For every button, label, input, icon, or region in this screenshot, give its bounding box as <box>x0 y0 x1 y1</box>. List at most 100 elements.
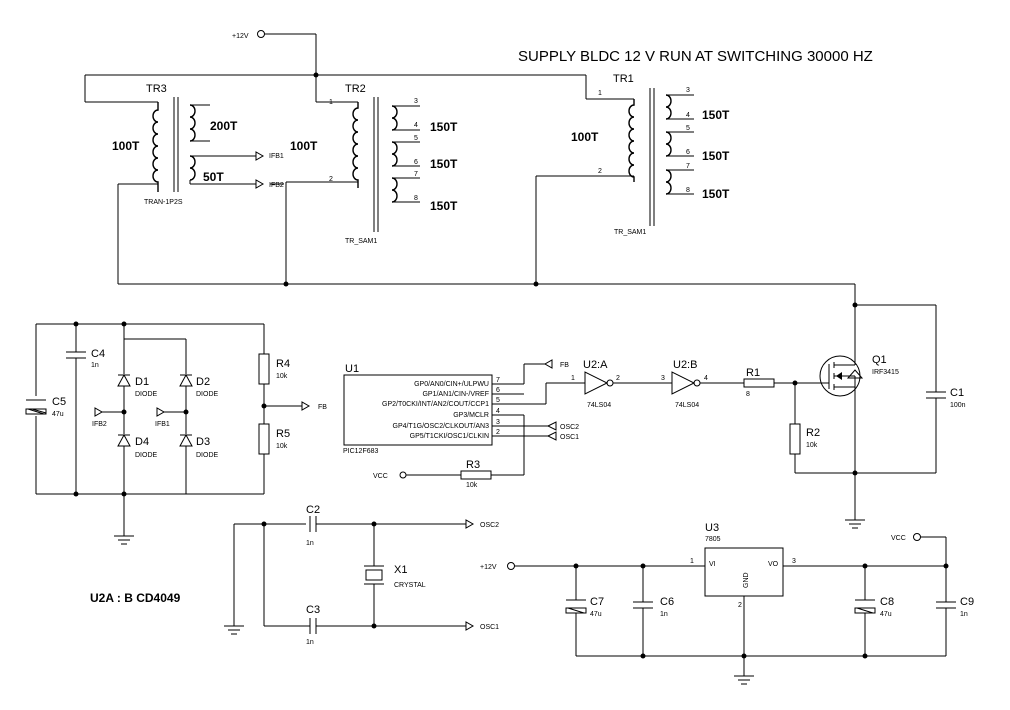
svg-text:7805: 7805 <box>705 536 721 543</box>
svg-text:47u: 47u <box>52 411 64 418</box>
svg-text:1n: 1n <box>660 611 668 618</box>
svg-text:GP2/T0CKI/INT/AN2/COUT/CCP1: GP2/T0CKI/INT/AN2/COUT/CCP1 <box>382 401 489 408</box>
svg-text:1n: 1n <box>306 639 314 646</box>
svg-text:+12V: +12V <box>480 564 497 571</box>
svg-text:150T: 150T <box>430 120 458 134</box>
svg-text:OSC1: OSC1 <box>480 624 499 631</box>
svg-text:100T: 100T <box>112 139 140 153</box>
svg-text:TR_SAM1: TR_SAM1 <box>614 229 646 236</box>
svg-text:50T: 50T <box>203 170 224 184</box>
svg-text:DIODE: DIODE <box>196 391 219 398</box>
transformer-tr1: TR1 1 2 3 4 5 6 7 8 150T 150T 150T 100T … <box>535 73 730 284</box>
svg-text:GP3/MCLR: GP3/MCLR <box>453 412 489 419</box>
svg-text:150T: 150T <box>702 149 730 163</box>
svg-text:U1: U1 <box>345 363 359 375</box>
svg-text:C7: C7 <box>590 596 604 608</box>
svg-text:3: 3 <box>661 375 665 382</box>
svg-text:VI: VI <box>709 561 716 568</box>
svg-text:TR2: TR2 <box>345 83 366 95</box>
schematic-title: SUPPLY BLDC 12 V RUN AT SWITCHING 30000 … <box>518 48 873 65</box>
svg-text:D4: D4 <box>135 436 149 448</box>
svg-text:200T: 200T <box>210 119 238 133</box>
svg-text:74LS04: 74LS04 <box>675 402 699 409</box>
svg-text:1: 1 <box>329 99 333 106</box>
svg-text:X1: X1 <box>394 564 407 576</box>
drain-bus <box>118 281 937 392</box>
svg-text:4: 4 <box>414 122 418 129</box>
svg-text:TR_SAM1: TR_SAM1 <box>345 238 377 245</box>
u2-part-note: U2A : B CD4049 <box>90 591 181 605</box>
svg-text:DIODE: DIODE <box>135 391 158 398</box>
svg-text:4: 4 <box>704 375 708 382</box>
bridge-rectifier: C5 47u C4 1n D1 DIODE D2 DIODE D4 DIODE … <box>25 321 327 545</box>
svg-text:TRAN-1P2S: TRAN-1P2S <box>144 199 183 206</box>
regulator-u3: +12V U3 7805 VI VO GND 1 3 2 C7 47u C6 1… <box>480 522 974 685</box>
svg-text:6: 6 <box>686 149 690 156</box>
svg-text:1: 1 <box>571 375 575 382</box>
transformer-tr2: TR2 1 2 3 4 5 6 7 8 150T 150T 150T TR_SA… <box>270 83 458 284</box>
svg-text:2: 2 <box>496 429 500 436</box>
svg-text:150T: 150T <box>702 187 730 201</box>
mosfet-q1: Q1 IRF3415 <box>819 352 899 529</box>
svg-text:4: 4 <box>496 408 500 415</box>
svg-text:150T: 150T <box>702 108 730 122</box>
svg-text:IFB1: IFB1 <box>155 421 170 428</box>
svg-text:1n: 1n <box>306 540 314 547</box>
svg-text:PIC12F683: PIC12F683 <box>343 448 379 455</box>
svg-text:5: 5 <box>686 125 690 132</box>
svg-text:D3: D3 <box>196 436 210 448</box>
svg-text:1n: 1n <box>91 362 99 369</box>
svg-text:2: 2 <box>616 375 620 382</box>
svg-text:U3: U3 <box>705 522 719 534</box>
svg-text:R1: R1 <box>746 367 760 379</box>
svg-text:C4: C4 <box>91 348 105 360</box>
svg-text:U2:B: U2:B <box>673 359 697 371</box>
svg-text:IFB1: IFB1 <box>269 153 284 160</box>
svg-text:C9: C9 <box>960 596 974 608</box>
svg-text:3: 3 <box>686 87 690 94</box>
svg-text:100T: 100T <box>290 139 318 153</box>
svg-text:+12V: +12V <box>232 33 249 40</box>
capacitor-c1: C1 100n <box>926 387 966 473</box>
svg-text:3: 3 <box>414 98 418 105</box>
svg-text:IFB2: IFB2 <box>269 182 284 189</box>
svg-text:10k: 10k <box>276 443 288 450</box>
svg-text:2: 2 <box>329 176 333 183</box>
svg-text:U2:A: U2:A <box>583 359 608 371</box>
svg-text:C6: C6 <box>660 596 674 608</box>
svg-text:VCC: VCC <box>891 535 906 542</box>
svg-text:VCC: VCC <box>373 473 388 480</box>
svg-text:OSC1: OSC1 <box>560 434 579 441</box>
svg-text:VO: VO <box>768 561 779 568</box>
inverter-u2b: U2:B 74LS04 3 4 <box>661 359 744 409</box>
svg-text:7: 7 <box>686 163 690 170</box>
svg-text:OSC2: OSC2 <box>560 424 579 431</box>
svg-text:IRF3415: IRF3415 <box>872 369 899 376</box>
inverter-u2a: U2:A 74LS04 1 2 <box>571 359 672 409</box>
svg-text:2: 2 <box>738 602 742 609</box>
svg-text:10k: 10k <box>276 373 288 380</box>
svg-text:TR1: TR1 <box>613 73 634 85</box>
svg-text:OSC2: OSC2 <box>480 522 499 529</box>
svg-text:Q1: Q1 <box>872 354 887 366</box>
svg-text:10k: 10k <box>466 482 478 489</box>
svg-text:C5: C5 <box>52 396 66 408</box>
svg-text:8: 8 <box>746 391 750 398</box>
svg-text:4: 4 <box>686 112 690 119</box>
svg-text:C1: C1 <box>950 387 964 399</box>
svg-text:FB: FB <box>560 362 569 369</box>
svg-text:GP4/T1G/OSC2/CLKOUT/AN3: GP4/T1G/OSC2/CLKOUT/AN3 <box>393 423 490 430</box>
svg-text:DIODE: DIODE <box>135 452 158 459</box>
svg-text:D1: D1 <box>135 376 149 388</box>
svg-text:47u: 47u <box>880 611 892 618</box>
svg-text:C8: C8 <box>880 596 894 608</box>
oscillator: OSC2 OSC1 C2 1n C3 1n X1 CRYSTAL <box>224 504 499 646</box>
svg-text:D2: D2 <box>196 376 210 388</box>
svg-text:GP5/T1CKI/OSC1/CLKIN: GP5/T1CKI/OSC1/CLKIN <box>410 433 489 440</box>
svg-text:C2: C2 <box>306 504 320 516</box>
svg-text:7: 7 <box>496 377 500 384</box>
svg-text:1: 1 <box>690 558 694 565</box>
svg-text:6: 6 <box>496 387 500 394</box>
